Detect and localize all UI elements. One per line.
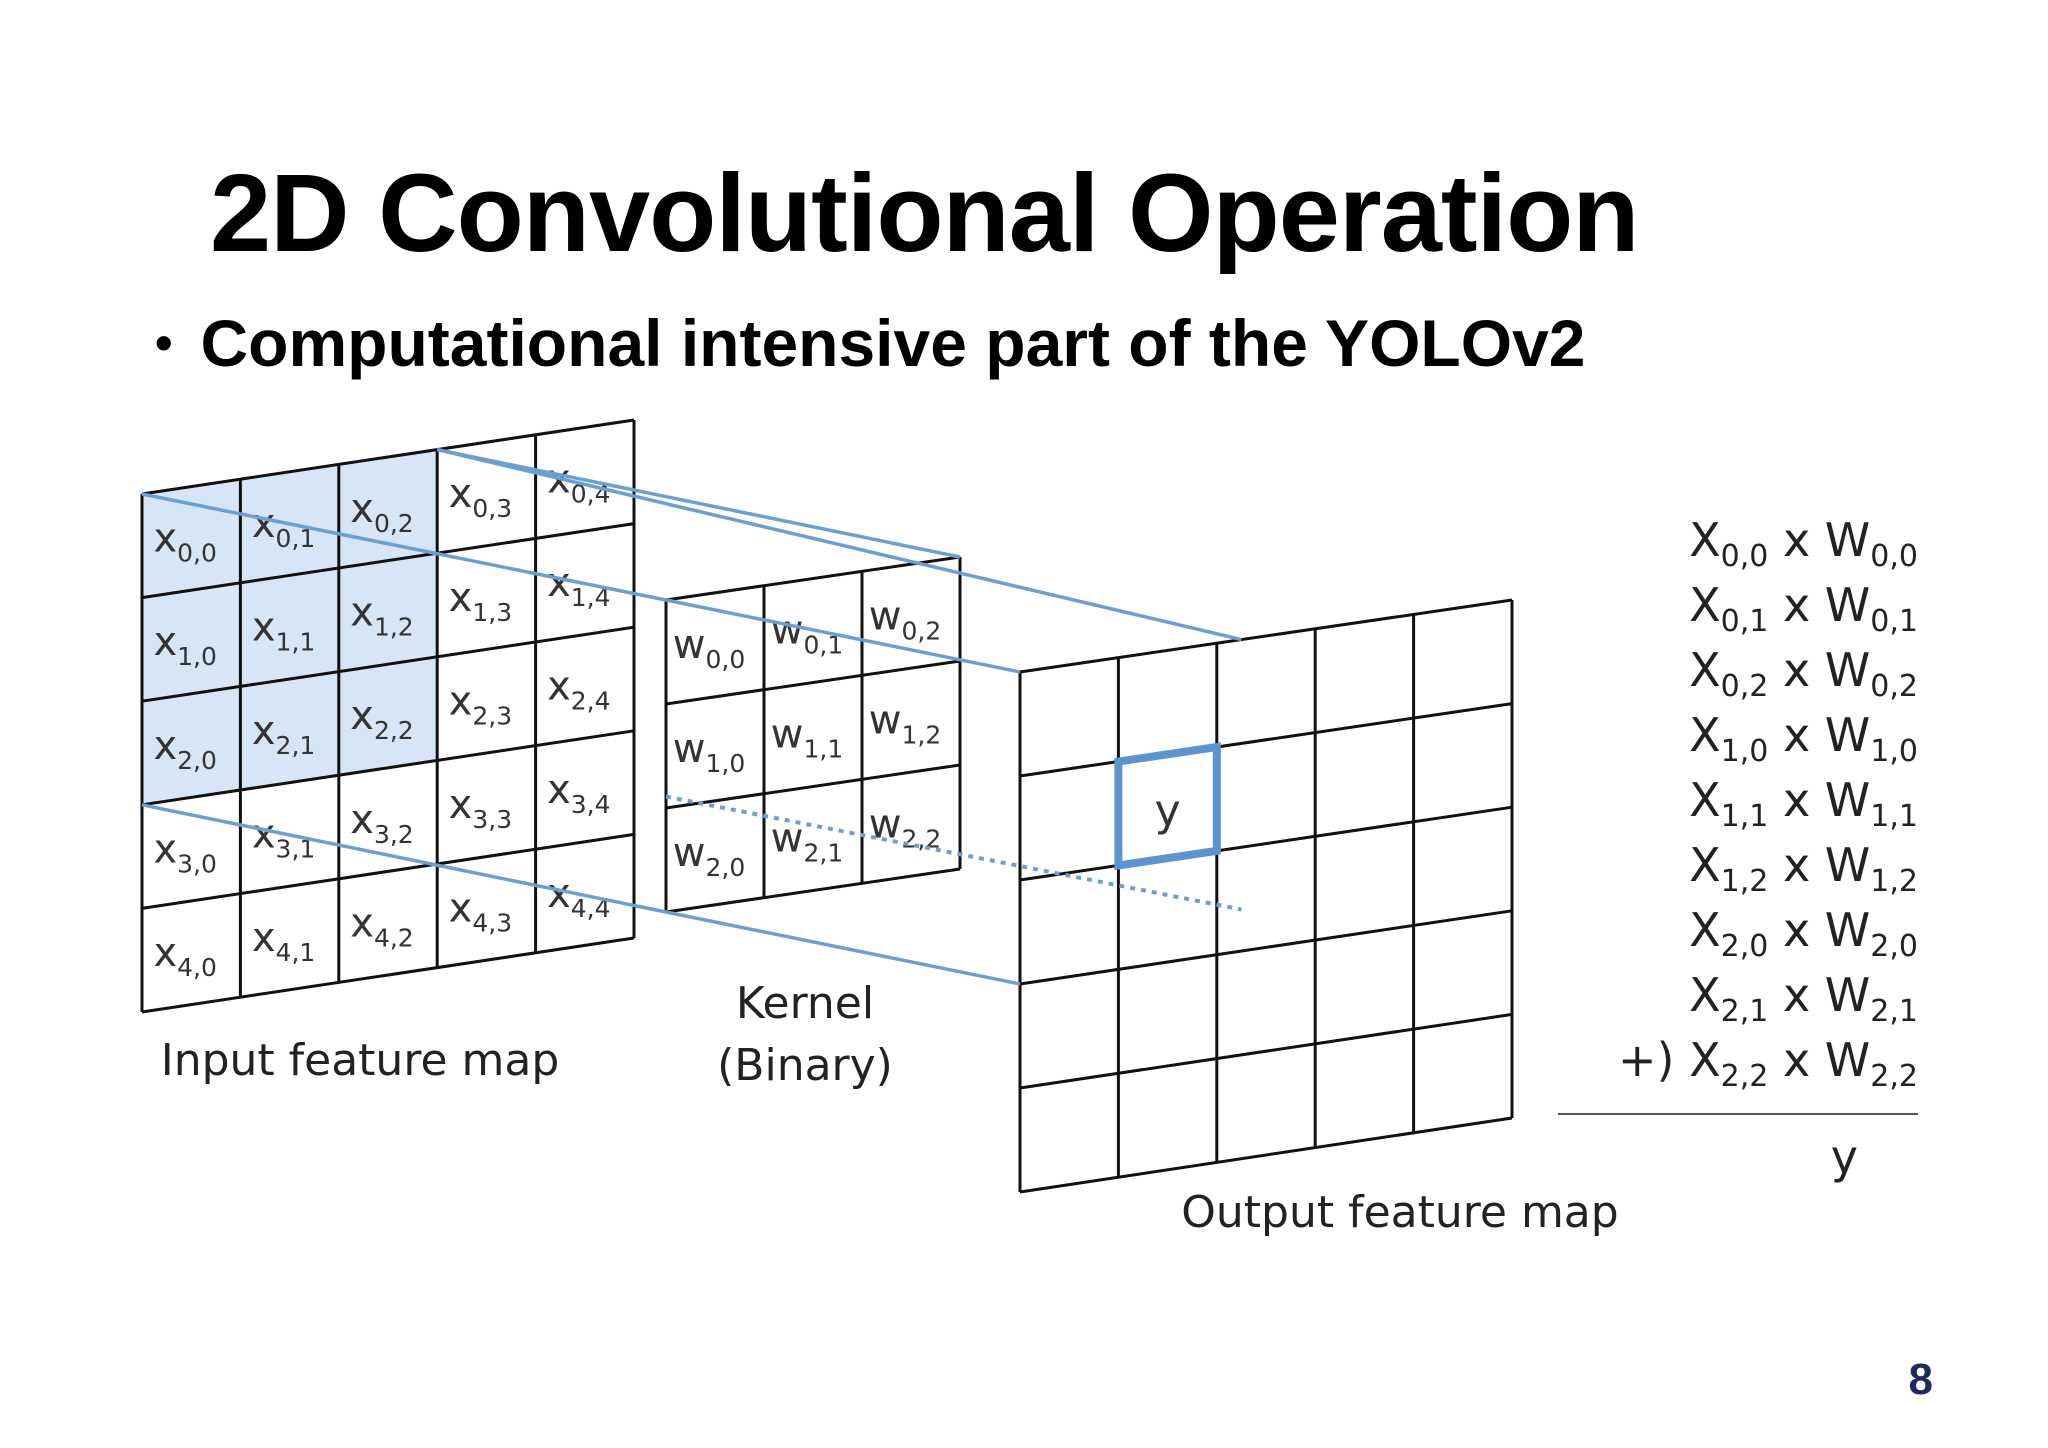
equation-term: +) X2,2 x W2,2 (1617, 1033, 1918, 1095)
input-cell-label: x2,3 (449, 678, 512, 730)
input-cell-label: x4,2 (350, 900, 413, 952)
projection-lines (141, 447, 1242, 986)
input-feature-map-label: Input feature map (150, 1030, 570, 1092)
kernel-grid-row-line (665, 659, 961, 706)
projection-line-dotted (665, 794, 1242, 912)
kernel-grid-row-line (665, 867, 961, 914)
equation-term: X1,1 x W1,1 (1689, 773, 1918, 835)
kernel-cell-label: w1,1 (771, 712, 843, 764)
input-cell-label: x4,4 (547, 871, 610, 923)
input-cell-label: x2,1 (252, 708, 315, 760)
equation-term: X0,0 x W0,0 (1689, 513, 1918, 575)
input-cell-label: x4,3 (449, 886, 512, 938)
output-feature-map-grid (1018, 598, 1514, 1194)
output-grid-row-line (1019, 598, 1513, 674)
projection-line (436, 447, 1242, 642)
output-grid-row-line (1019, 1012, 1513, 1090)
equation-term: X2,0 x W2,0 (1689, 903, 1918, 965)
kernel-label-line1: Kernel (735, 978, 875, 1029)
input-grid-row-line (141, 418, 635, 496)
equation-result: y (1830, 1130, 1858, 1184)
equation-term: X0,2 x W0,2 (1689, 643, 1918, 705)
projection-line (141, 803, 667, 914)
bullet-point: • Computational intensive part of the YO… (155, 305, 1585, 381)
output-grid-row-line (1019, 805, 1513, 882)
kernel-label: Kernel (Binary) (680, 973, 930, 1097)
equation-term: X2,1 x W2,1 (1689, 968, 1918, 1030)
kernel-grid-row-line (665, 763, 961, 810)
input-cell-label: x3,4 (547, 767, 610, 819)
input-cell-label: x3,0 (153, 826, 216, 878)
projection-line (665, 598, 1021, 674)
input-grid-row-line (141, 625, 635, 703)
input-grid-row-line (141, 936, 635, 1014)
kernel-label-line2: (Binary) (717, 1040, 893, 1091)
input-cell-label: x4,0 (153, 930, 216, 982)
slide-title: 2D Convolutional Operation (210, 152, 1639, 275)
page-number: 8 (1908, 1355, 1933, 1404)
input-cell-label: x0,3 (449, 471, 512, 523)
bullet-text: Computational intensive part of the YOLO… (200, 306, 1586, 380)
equation-term: X0,1 x W0,1 (1689, 578, 1918, 640)
kernel-cell-label: w1,2 (869, 697, 941, 749)
kernel-cell-label: w0,0 (673, 622, 745, 674)
projection-line (665, 910, 1021, 986)
input-grid-row-line (141, 522, 635, 600)
bullet-dot-icon: • (155, 315, 173, 371)
input-cell-label: x2,4 (547, 664, 610, 716)
output-grid-row-line (1019, 909, 1513, 986)
input-label-text: Input feature map (160, 1035, 560, 1086)
kernel-cell-label: w0,2 (869, 593, 941, 645)
kernel-cell-label: w1,0 (673, 726, 745, 778)
output-cell-highlight (1114, 742, 1221, 871)
output-cell-label: y (1155, 785, 1181, 836)
equation-term: X1,0 x W1,0 (1689, 708, 1918, 770)
kernel-cell-label: w2,2 (869, 801, 941, 853)
output-label-text: Output feature map (1181, 1187, 1619, 1238)
input-cell-label: x3,2 (350, 797, 413, 849)
output-cell-y: y (1114, 742, 1221, 871)
kernel-cell-label: w2,0 (673, 830, 745, 882)
input-cell-label: x3,3 (449, 782, 512, 834)
equation-term: X1,2 x W1,2 (1689, 838, 1918, 900)
input-grid-row-line (141, 832, 635, 910)
sum-rule-line (1558, 1113, 1918, 1115)
input-cell-label: x4,1 (252, 915, 315, 967)
input-grid-row-line (141, 729, 635, 807)
projection-line (141, 492, 667, 602)
kernel-grid-row-line (665, 555, 961, 602)
input-cell-label: x1,3 (449, 575, 512, 627)
output-feature-map-label: Output feature map (1170, 1182, 1630, 1244)
projection-line (436, 447, 961, 559)
output-grid-row-line (1019, 702, 1513, 778)
output-grid-row-line (1019, 1116, 1513, 1194)
